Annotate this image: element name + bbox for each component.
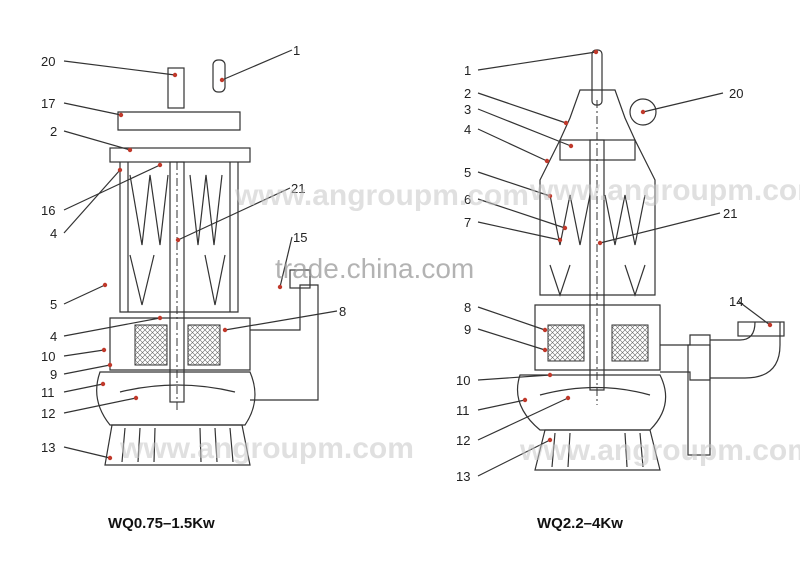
callout-4b: 4 (50, 329, 57, 344)
watermark-center: trade.china.com (275, 253, 474, 284)
pump-casing (96, 371, 256, 426)
callout-r-8: 8 (464, 300, 471, 315)
callout-9: 9 (50, 367, 57, 382)
watermark-left-top: www.angroupm.com (234, 179, 529, 212)
callout-13: 13 (41, 440, 55, 455)
callout-1: 1 (293, 43, 300, 58)
stator-windings-right (549, 194, 646, 297)
callout-r-11: 11 (456, 403, 470, 418)
callout-r-4: 4 (464, 122, 471, 137)
callout-r-5: 5 (464, 165, 471, 180)
callout-15: 15 (293, 230, 307, 245)
callout-r-3: 3 (464, 102, 471, 117)
left-pump-drawing (96, 59, 319, 466)
top-cover (117, 111, 241, 131)
callout-8: 8 (339, 304, 346, 319)
watermark-right-bottom: www.angroupm.com (519, 434, 800, 467)
left-callouts (63, 49, 338, 461)
oil-seal-left (134, 324, 168, 366)
base-stand-right (534, 429, 661, 471)
discharge-riser (687, 344, 711, 456)
oil-seal-right-right (611, 324, 649, 362)
motor-housing-right (539, 89, 656, 296)
callout-10: 10 (41, 349, 55, 364)
callout-4: 4 (50, 226, 57, 241)
callout-r-1: 1 (464, 63, 471, 78)
impeller (119, 384, 236, 393)
callout-21: 21 (291, 181, 305, 196)
discharge-elbow (710, 321, 781, 379)
pump-casing-right (516, 374, 667, 431)
oil-seal-right (187, 324, 221, 366)
lifting-handle (212, 59, 226, 93)
right-diagram-caption: WQ2.2–4Kw (537, 515, 623, 532)
cable-gland (167, 67, 185, 109)
callout-16: 16 (41, 203, 55, 218)
callout-r-6: 6 (464, 192, 471, 207)
callout-r-21: 21 (723, 206, 737, 221)
callout-r-12: 12 (456, 433, 470, 448)
shaft-right (589, 139, 605, 391)
right-pump-drawing (516, 49, 785, 471)
right-callouts (477, 49, 773, 477)
left-callout-labels: 20 1 17 2 16 4 21 15 5 4 8 10 9 11 12 13 (41, 43, 346, 455)
callout-r-20: 20 (729, 86, 743, 101)
shaft (169, 161, 185, 403)
callout-17: 17 (41, 96, 55, 111)
watermarks: www.angroupm.com www.angroupm.com www.an… (119, 174, 800, 467)
seal-housing (109, 317, 251, 371)
callout-r-2: 2 (464, 86, 471, 101)
cable-entry-ring (629, 98, 657, 126)
oil-seal-left-right (547, 324, 585, 362)
motor-housing (119, 162, 239, 313)
outlet-flange (737, 321, 785, 337)
discharge-pipe (250, 284, 319, 401)
watermark-right-top: www.angroupm.com (529, 174, 800, 207)
watermark-left-bottom: www.angroupm.com (119, 432, 414, 465)
callout-r-14: 14 (729, 294, 743, 309)
callout-20: 20 (41, 54, 55, 69)
left-diagram-caption: WQ0.75–1.5Kw (108, 515, 215, 532)
callout-r-13: 13 (456, 469, 470, 484)
callout-11: 11 (41, 385, 55, 400)
callout-r-7: 7 (464, 215, 471, 230)
callout-5: 5 (50, 297, 57, 312)
impeller-right (539, 386, 651, 396)
lifting-handle-right (591, 49, 603, 106)
seal-housing-right (534, 304, 661, 371)
right-callout-labels: 1 20 2 3 4 5 6 7 21 8 14 9 10 11 12 13 (456, 63, 743, 484)
callout-r-9: 9 (464, 322, 471, 337)
callout-r-10: 10 (456, 373, 470, 388)
callout-12: 12 (41, 406, 55, 421)
base-stand (104, 424, 251, 466)
callout-2: 2 (50, 124, 57, 139)
